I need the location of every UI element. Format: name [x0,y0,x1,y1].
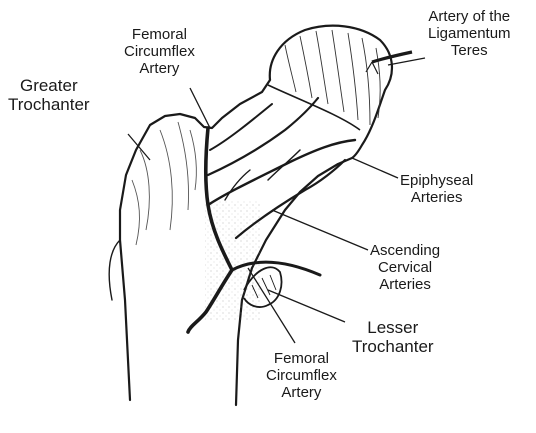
label-line: Artery [266,384,337,401]
label-line: Greater [8,76,90,95]
label-line: Artery [124,60,195,77]
label-line: Ascending [370,242,440,259]
label-femoral-circumflex-artery-bottom: Femoral Circumflex Artery [266,350,337,401]
label-line: Arteries [400,189,473,206]
femoral-head-hatching [285,30,380,125]
label-line: Circumflex [124,43,195,60]
label-artery-ligamentum-teres: Artery of the Ligamentum Teres [428,8,511,59]
label-line: Lesser [352,318,434,337]
label-ascending-cervical-arteries: Ascending Cervical Arteries [370,242,440,293]
label-lesser-trochanter: Lesser Trochanter [352,318,434,356]
label-line: Artery of the [428,8,511,25]
femoral-head [268,26,392,158]
label-line: Trochanter [8,95,90,114]
label-femoral-circumflex-artery-top: Femoral Circumflex Artery [124,26,195,77]
label-line: Femoral [124,26,195,43]
label-line: Ligamentum [428,25,511,42]
label-line: Cervical [370,259,440,276]
label-line: Femoral [266,350,337,367]
label-line: Circumflex [266,367,337,384]
label-line: Teres [428,42,511,59]
label-line: Arteries [370,276,440,293]
label-line: Trochanter [352,337,434,356]
label-greater-trochanter: Greater Trochanter [8,76,90,114]
label-line: Epiphyseal [400,172,473,189]
label-epiphyseal-arteries: Epiphyseal Arteries [400,172,473,206]
